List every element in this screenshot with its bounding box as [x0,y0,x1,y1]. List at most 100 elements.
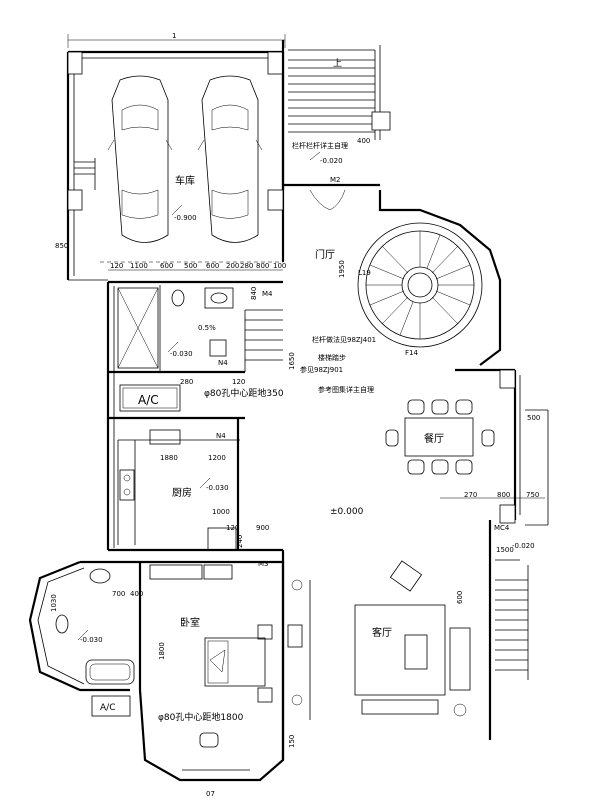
hole-note-a: φ80孔中心距地350 [204,387,284,399]
sofa-bottom [361,699,439,715]
dim-400: 400 [357,137,370,145]
column [499,369,516,389]
floor-note: 参考图集详主自理 [318,385,374,394]
dim-1500: 1500 [496,546,514,554]
dim-1200: 1200 [208,454,226,462]
stair-note: 栏杆栏杆详主自理 [292,141,348,150]
stair-mark-a: L19 [358,269,371,277]
stair-note-b: 楼梯踏步 [318,353,346,362]
washbasin [204,287,234,309]
dim-text: 600 [160,262,173,270]
living-room: 客厅 MC4 1500 -0.020 600 150 [281,520,535,760]
column [267,189,284,211]
wardrobe [149,564,203,580]
sofa [449,627,471,691]
stair-mark-b: F14 [405,349,418,357]
dim-1000: 1000 [212,508,230,516]
dim-text: 120 [110,262,123,270]
level-living: ±0.000 [330,507,364,517]
kitchen: 1880 1200 厨房 -0.030 1000 120 900 [108,418,283,552]
garage-steps [74,158,96,190]
hole-note-b: φ80孔中心距地1800 [158,711,244,723]
dim-text: 800 [256,262,269,270]
column [267,51,284,75]
dim-07: 07 [206,790,215,798]
dim-text: 100 [273,262,286,270]
column [209,339,227,357]
door-mc4: MC4 [494,524,510,532]
dim-700: 700 [112,590,125,598]
dim-1800: 1800 [158,642,166,660]
dim-text: 200 [226,262,239,270]
garage-dimensions: 120 1100 600 500 600 200 280 800 100 [108,262,286,271]
dim-120b: 120 [226,524,239,532]
dim-text: 500 [184,262,197,270]
dining-table [404,417,474,457]
dim-400b: 400 [130,590,143,598]
master-washbasin [89,568,111,584]
dim-1950: 1950 [338,260,346,278]
dim-text: 750 [526,491,539,499]
bathtub [85,659,135,685]
armchair [389,560,423,592]
door-m2: M2 [330,176,341,184]
level-entry: -0.020 [320,157,343,165]
east-walls: 500 [378,190,549,526]
stove [119,469,135,501]
terrace-steps [495,565,529,680]
master-bath: -0.030 1030 700 400 A/C [28,560,143,717]
door-n4-upper: N4 [218,359,228,367]
railing-note-b: 参见98ZJ901 [300,365,343,374]
column [67,51,83,75]
dim-840: 840 [250,287,258,300]
shower [117,287,159,369]
railing-note: 栏杆做法见98ZJ401 [312,335,376,344]
entry-stair: 上 栏杆栏杆详主自理 -0.020 400 M2 [281,40,391,211]
dim-text: 600 [206,262,219,270]
toilet [171,289,185,307]
column [499,504,516,524]
level-kitchen: -0.030 [206,484,229,492]
car-left [107,75,173,243]
inner-stair: M4 1650 [244,290,296,372]
top-dimension: 1 [67,32,286,48]
garage: 车库 -0.900 850 [55,50,285,281]
dim-1880: 1880 [160,454,178,462]
level-bath: -0.030 [170,350,193,358]
dining-area: 餐厅 [385,399,495,475]
dim-text: 280 [240,262,253,270]
dim-280: 280 [180,378,193,386]
label-bedroom: 卧室 [180,616,200,629]
level-master-bath: -0.030 [80,636,103,644]
sink [149,429,181,445]
bedroom: 卧室 1800 φ80孔中心距地1800 07 M3 [138,560,285,798]
car-right [197,75,263,243]
level-garage: -0.900 [174,214,197,222]
ac-unit-lower [91,695,131,717]
label-foyer: 门厅 [315,248,335,261]
dim-text: 800 [497,491,510,499]
door-m4: M4 [262,290,273,298]
ac-unit-upper [119,384,181,412]
label-ac-lower: A/C [100,703,115,713]
dim-top: 1 [172,32,176,40]
master-toilet [55,614,69,634]
dim-600: 600 [456,591,464,604]
dim-text: 1100 [130,262,148,270]
dim-garage-side: 850 [55,242,68,250]
column [371,111,391,131]
door-m3: M3 [258,560,269,568]
bed [204,637,266,687]
dim-500: 500 [527,414,540,422]
door-n4-lower: N4 [216,432,226,440]
dim-120a: 120 [232,378,245,386]
label-dining: 餐厅 [424,432,444,445]
dim-900: 900 [256,524,269,532]
dim-1650: 1650 [288,352,296,370]
level-terrace: -0.020 [512,542,535,550]
coffee-table [404,634,428,670]
rug [354,604,446,696]
dining-dimensions: 270 800 750 [440,491,545,499]
label-up: 上 [333,58,342,69]
